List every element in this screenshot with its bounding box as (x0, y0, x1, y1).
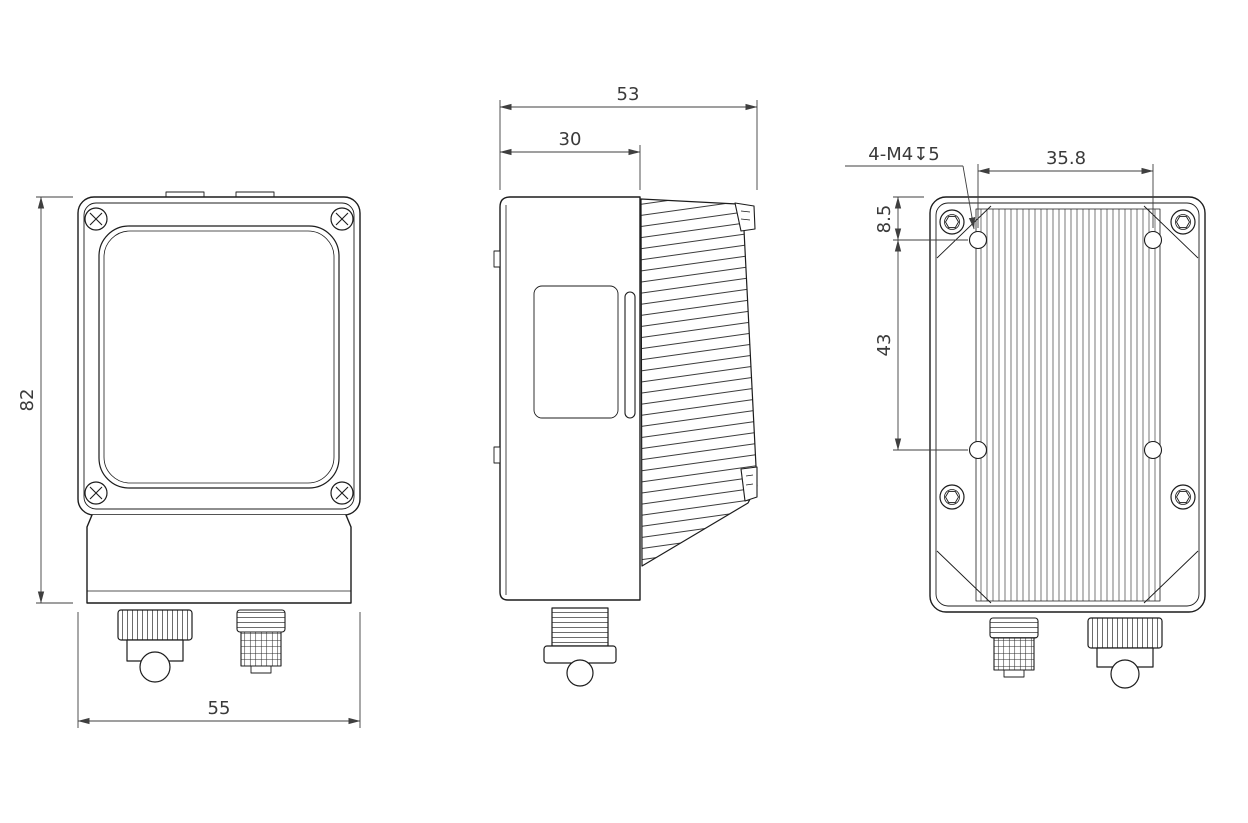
mounting-hole (1143, 440, 1163, 460)
front-faceplate (98, 225, 340, 489)
extension-lines (499, 100, 758, 190)
torx-screw (939, 209, 965, 235)
connector-thread (551, 607, 609, 647)
connector-knurl (1087, 617, 1163, 649)
side-heatsink-fins (640, 198, 758, 567)
connector-knurl (117, 609, 193, 641)
connector-collar (989, 617, 1039, 639)
phillips-screw (330, 481, 354, 505)
dimension-back-hole-top-offset: 8.5 (874, 196, 968, 241)
dim-label-43: 43 (874, 334, 895, 357)
connector-nub (250, 665, 272, 674)
mounting-hole (968, 440, 988, 460)
extension-lines (77, 612, 361, 728)
front-base (86, 514, 352, 604)
dim-label-35-8: 35.8 (1046, 148, 1086, 169)
back-heatsink-fins (975, 208, 1161, 602)
connector-nub (1003, 669, 1025, 678)
front-body-inner-line (83, 202, 355, 510)
side-left-tab (493, 250, 501, 268)
side-label-plate (533, 285, 619, 419)
dimension-back-hole-span-vertical: 43 (874, 239, 968, 451)
mounting-hole (1143, 230, 1163, 250)
back-connector-m12 (1087, 617, 1163, 689)
clip-detail (745, 474, 754, 486)
mounting-hole (968, 230, 988, 250)
phillips-screw (84, 481, 108, 505)
dim-label-8-5: 8.5 (874, 205, 895, 234)
front-top-tabs (165, 191, 275, 197)
leader-line (962, 165, 976, 230)
connector-collar (236, 609, 286, 633)
extension-lines (977, 164, 1154, 228)
torx-screw (1170, 484, 1196, 510)
phillips-screw (330, 207, 354, 231)
front-connector-data (236, 609, 286, 674)
connector-grid-body (993, 637, 1035, 671)
dimension-front-height: 82 (17, 196, 73, 604)
connector-tip (566, 659, 594, 687)
side-heatsink-clip-top (734, 202, 756, 232)
side-heatsink-clip-bottom (740, 466, 758, 502)
side-connector-m12 (543, 607, 617, 687)
torx-screw (939, 484, 965, 510)
dimension-back-tapped-holes: 4-M4↧5 (845, 144, 976, 230)
front-view (77, 191, 361, 683)
side-view (493, 196, 758, 687)
dim-label-55: 55 (208, 698, 231, 719)
dimension-front-width: 55 (77, 612, 361, 728)
dim-label-82: 82 (17, 389, 38, 412)
clip-detail (740, 210, 751, 221)
front-connector-m12 (117, 609, 193, 683)
extension-lines (36, 196, 73, 604)
connector-tip (1110, 659, 1140, 689)
front-faceplate-inner-line (103, 230, 335, 484)
dimension-side-body-depth: 30 (499, 129, 641, 190)
side-slot (624, 291, 636, 419)
corner-chamfer-lines (936, 205, 1199, 604)
back-connector-data (989, 617, 1039, 678)
connector-tip (139, 651, 171, 683)
torx-screw (1170, 209, 1196, 235)
dim-label-53: 53 (617, 84, 640, 105)
dim-label-30: 30 (559, 129, 582, 150)
dimension-back-hole-span-horizontal: 35.8 (977, 148, 1154, 228)
back-body-inner-line (935, 202, 1200, 607)
side-left-tab (493, 446, 501, 464)
dimension-side-total-depth: 53 (499, 84, 758, 190)
connector-grid-body (240, 631, 282, 667)
dim-label-4-m4-depth-5: 4-M4↧5 (868, 144, 939, 165)
back-view (929, 196, 1206, 689)
phillips-screw (84, 207, 108, 231)
